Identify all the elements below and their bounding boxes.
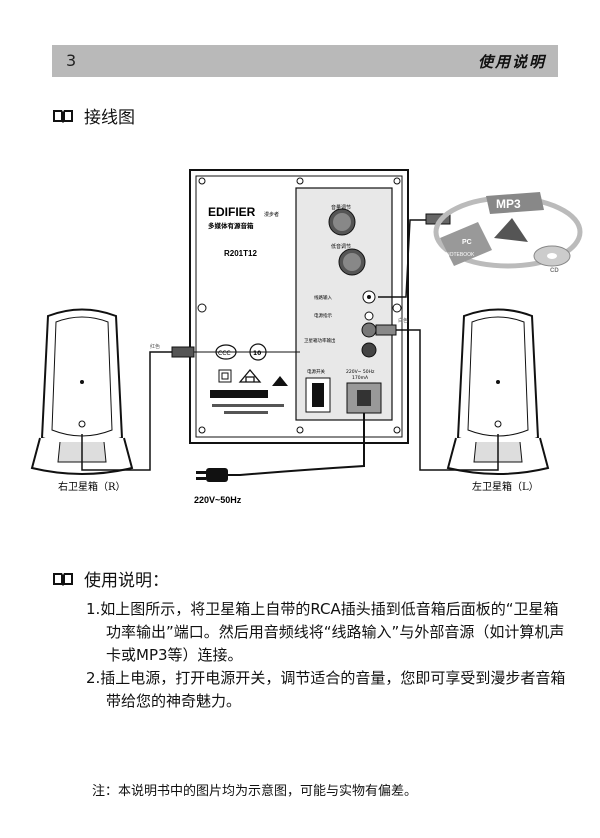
satellite-out-label: 卫星箱功率输出 (304, 337, 336, 344)
page-number: 3 (66, 51, 77, 70)
power-indicator-led (364, 311, 374, 321)
wiring-diagram: EDIFIER 漫步者 多媒体有源音箱 R201T12 CCC 10 音量调节 … (30, 169, 583, 505)
satellite-out-jack-red (361, 342, 377, 358)
voltage-label: 220V~50Hz (194, 495, 242, 505)
instruction-item: 1.如上图所示，将卫星箱上自带的RCA插头插到低音箱后面板的“卫星箱功率输出”端… (86, 600, 565, 664)
power-indicator-label: 电源指示 (314, 312, 332, 319)
instructions: 1.如上图所示，将卫星箱上自带的RCA插头插到低音箱后面板的“卫星箱功率输出”端… (86, 598, 566, 713)
cd-text: CD (550, 268, 559, 274)
power-plug (206, 468, 228, 482)
instruction-item: 2.插上电源，打开电源开关，调节适合的音量，您即可享受到漫步者音箱带给您的神奇魅… (86, 669, 566, 710)
book-icon (53, 109, 73, 123)
wiring-section-title: 接线图 (84, 108, 135, 128)
power-rating-text: 220V~ 50Hz (346, 369, 375, 375)
white-rca-plug (375, 324, 397, 336)
red-label: 红色 (150, 343, 160, 350)
usage-section-title: 使用说明： (84, 571, 169, 591)
right-speaker-cable (81, 351, 172, 471)
header-title: 使用说明 (477, 53, 546, 71)
satellite-out-jack-white (361, 322, 377, 338)
line-in-label: 线路输入 (314, 294, 332, 301)
usage-section-heading: 使用说明： (52, 566, 169, 591)
book-icon (53, 572, 73, 586)
audio-sources-illustration: MP3 PC NOTEBOOK CD (433, 192, 583, 274)
power-cord (228, 413, 365, 476)
panel-screws (197, 177, 402, 434)
power-current-text: 170mA (352, 375, 369, 381)
right-satellite-speaker (30, 308, 134, 475)
volume-label: 音量调节 (331, 204, 351, 211)
pc-text: PC (462, 239, 472, 246)
mp3-text: MP3 (496, 197, 521, 211)
bass-label: 低音调节 (331, 243, 351, 250)
left-satellite-speaker (446, 308, 550, 475)
footnote: 注：本说明书中的图片均为示意图，可能与实物有偏差。 (92, 784, 418, 799)
left-speaker-cable (384, 329, 499, 471)
right-speaker-label: 右卫星箱（R） (58, 480, 126, 493)
subwoofer-panel-inner (195, 175, 403, 438)
page-header: 3 使用说明 (52, 45, 558, 77)
notebook-text: NOTEBOOK (446, 252, 475, 258)
red-rca-plug (171, 346, 195, 358)
line-in-cable (378, 219, 426, 298)
subtitle-text: 多媒体有源音箱 (208, 221, 254, 230)
wiring-section-heading: 接线图 (52, 103, 135, 128)
power-switch-label: 电源开关 (307, 368, 325, 375)
brand-cn-text: 漫步者 (264, 211, 279, 218)
model-text: R201T12 (224, 249, 257, 258)
white-label: 白色 (398, 317, 408, 324)
svg-text:10: 10 (253, 350, 261, 357)
left-speaker-label: 左卫星箱（L） (472, 480, 539, 493)
svg-text:CCC: CCC (218, 350, 231, 357)
brand-text: EDIFIER (208, 205, 256, 219)
